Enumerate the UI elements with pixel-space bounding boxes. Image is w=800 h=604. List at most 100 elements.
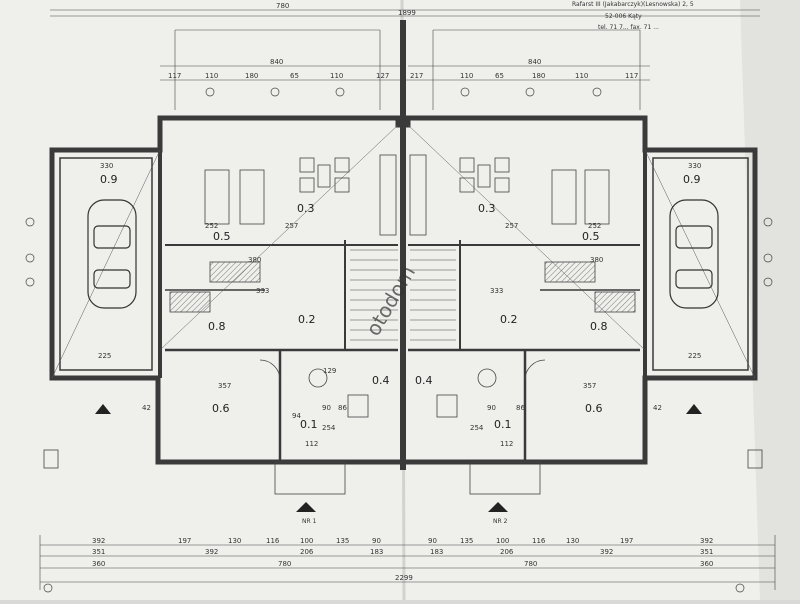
rdim-18: 90 xyxy=(322,404,331,412)
rdim-0: 330 xyxy=(100,162,113,170)
rdim-8: 357 xyxy=(218,382,231,390)
entrance-arrow-right xyxy=(488,502,508,512)
bottom-dimension-lines xyxy=(39,535,776,590)
stairs-right xyxy=(410,249,456,341)
bd3-left: 780 xyxy=(278,560,291,568)
rdim-13: 254 xyxy=(322,424,336,432)
bd3-outer-left: 360 xyxy=(92,560,105,568)
bd2-7: 351 xyxy=(700,548,713,556)
room-label-entry-left: 0.1 xyxy=(300,418,318,431)
dim-inner-right: 840 xyxy=(528,58,541,66)
dim-tr-3: 180 xyxy=(532,72,545,80)
bd1-12: 197 xyxy=(620,537,633,545)
dim-inner-left: 840 xyxy=(270,58,283,66)
bd2-1: 392 xyxy=(205,548,218,556)
dim-row-top-right: 217 110 65 180 110 117 xyxy=(410,72,638,80)
room-label-room-left: 0.6 xyxy=(212,402,230,415)
rdim-23: 42 xyxy=(653,404,662,412)
dim-top-overall: 1899 xyxy=(398,9,416,17)
room-label-stair-right: 0.2 xyxy=(500,313,518,326)
bd2-3: 183 xyxy=(370,548,383,556)
rdim-5: 333 xyxy=(490,287,503,295)
dim-tr-4: 110 xyxy=(575,72,588,80)
rdim-9: 357 xyxy=(583,382,596,390)
rdim-22: 42 xyxy=(142,404,151,412)
room-label-living-right: 0.3 xyxy=(478,202,496,215)
entrance-label-2: NR 2 xyxy=(493,518,508,525)
diagonal-lines xyxy=(51,124,756,379)
rdim-7: 257 xyxy=(505,222,518,230)
bd1-5: 135 xyxy=(336,537,349,545)
car-right xyxy=(669,199,719,309)
stairs-left xyxy=(350,249,398,341)
rdim-25: 380 xyxy=(590,256,603,264)
entrance-markers: NR 1 NR 2 xyxy=(95,404,702,525)
rdim-4: 333 xyxy=(256,287,269,295)
room-label-stair-left: 0.2 xyxy=(298,313,316,326)
entrance-label-1: NR 1 xyxy=(302,518,317,525)
bd1-2: 130 xyxy=(228,537,241,545)
furniture-right xyxy=(409,154,636,313)
room-label-small-right: 0.8 xyxy=(590,320,608,333)
dim-bottom-total: 2299 xyxy=(395,574,413,582)
bd1-10: 116 xyxy=(532,537,546,545)
rdim-2: 252 xyxy=(205,222,218,230)
room-label-entry-right: 0.1 xyxy=(494,418,512,431)
bd1-3: 116 xyxy=(266,537,280,545)
rdim-14: 254 xyxy=(470,424,484,432)
rdim-11: 225 xyxy=(688,352,701,360)
dim-top-total: 780 xyxy=(276,2,289,10)
entrance-stoops xyxy=(43,449,763,495)
bd2-4: 183 xyxy=(430,548,443,556)
dim-row-top-left: 117 110 180 65 110 127 xyxy=(168,72,389,80)
rdim-16: 112 xyxy=(500,440,513,448)
dim-tl-1: 110 xyxy=(205,72,218,80)
room-label-small-left: 0.8 xyxy=(208,320,226,333)
bd3-right: 780 xyxy=(524,560,537,568)
title-line-1: Rafarst III (Jakabarczyk)(Lesnowska) 2, … xyxy=(572,1,694,8)
rdim-24: 380 xyxy=(248,256,261,264)
rdim-1: 330 xyxy=(688,162,701,170)
rdim-3: 252 xyxy=(588,222,601,230)
bd1-6: 90 xyxy=(372,537,381,545)
entrance-arrow-left xyxy=(296,502,316,512)
room-label-room-right: 0.6 xyxy=(585,402,603,415)
dim-tl-5: 127 xyxy=(376,72,389,80)
rdim-19: 90 xyxy=(487,404,496,412)
room-label-garage-right: 0.9 xyxy=(683,173,701,186)
room-label-living-left: 0.3 xyxy=(297,202,315,215)
garage-arrow-right xyxy=(686,404,702,414)
title-line-2: 52-006 Kąty xyxy=(605,13,642,20)
room-label-hall-left: 0.5 xyxy=(213,230,231,243)
room-label-wc-right: 0.4 xyxy=(415,374,433,387)
bd1-11: 130 xyxy=(566,537,579,545)
building-walls xyxy=(49,20,758,470)
title-line-3: tel. 71 7... fax. 71 ... xyxy=(598,24,659,31)
dim-tl-3: 65 xyxy=(290,72,299,80)
bottom-dims-row-3: 360 780 780 360 xyxy=(92,560,713,568)
bd1-1: 197 xyxy=(178,537,191,545)
bd3-outer-right: 360 xyxy=(700,560,713,568)
rdim-17: 94 xyxy=(292,412,301,420)
bottom-dims-row-2: 351 392 206 183 183 206 392 351 xyxy=(92,548,713,556)
dim-tl-4: 110 xyxy=(330,72,343,80)
bd1-9: 100 xyxy=(496,537,509,545)
dim-tr-1: 110 xyxy=(460,72,473,80)
room-labels: 0.9 0.9 0.3 0.3 0.5 0.5 0.2 0.2 0.8 0.8 … xyxy=(100,173,701,431)
rdim-10: 225 xyxy=(98,352,111,360)
rdim-15: 112 xyxy=(305,440,318,448)
dim-tl-0: 117 xyxy=(168,72,181,80)
bd1-4: 100 xyxy=(300,537,313,545)
room-label-hall-right: 0.5 xyxy=(582,230,600,243)
bd2-0: 351 xyxy=(92,548,105,556)
fixtures xyxy=(259,359,546,418)
grid-markers-top xyxy=(205,87,602,97)
dim-tr-5: 117 xyxy=(625,72,638,80)
bd2-2: 206 xyxy=(300,548,314,556)
dim-tr-2: 65 xyxy=(495,72,504,80)
dim-tl-2: 180 xyxy=(245,72,258,80)
bd1-0: 392 xyxy=(92,537,105,545)
rdim-20: 86 xyxy=(338,404,347,412)
